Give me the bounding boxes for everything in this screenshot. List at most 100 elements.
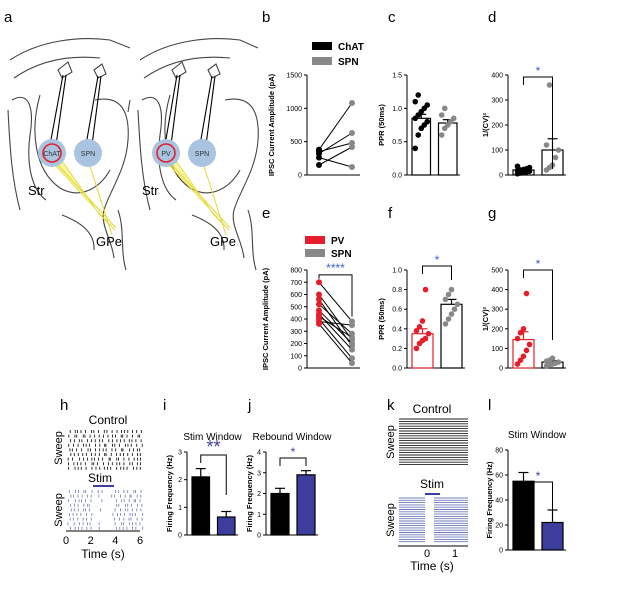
b-point-spn (349, 140, 355, 146)
e-point-pv (316, 291, 322, 298)
e-point-spn (349, 360, 355, 367)
legend-b-chat: ChAT (338, 42, 364, 53)
g-data-point (523, 347, 530, 354)
raster-h-xtick-2: 2 (88, 535, 94, 547)
f-data-point (419, 318, 426, 324)
legend-b-spn: SPN (338, 57, 359, 68)
l-ytick-label: 80 (495, 448, 503, 455)
raster-h-stim (67, 490, 144, 530)
gpe-label-left: GPe (96, 234, 122, 249)
f-ytick-label: 0.2 (392, 346, 402, 353)
i-ylabel: Firing Frequency (Hz) (165, 454, 174, 532)
chat-label: ChAT (43, 151, 61, 158)
c-data-point (424, 118, 431, 125)
d-significance-bracket (523, 76, 553, 169)
raster-h-control (67, 430, 143, 470)
f-ytick-label: 0.0 (392, 366, 402, 373)
j-significance-bracket (279, 457, 307, 466)
b-ytick-label: 1000 (286, 106, 302, 113)
c-data-point (438, 132, 445, 138)
i-title: Stim Window (183, 432, 242, 443)
panel-letter-c: c (388, 9, 396, 26)
g-data-point (555, 359, 562, 365)
c-ylabel: PPR (50ms) (377, 104, 386, 146)
l-ytick-label: 20 (495, 523, 503, 530)
panel-letter-a: a (4, 9, 13, 26)
f-data-point (448, 311, 455, 317)
raster-k-title-control: Control (413, 402, 452, 416)
pv-neuron (152, 139, 180, 167)
e-point-pv (316, 320, 322, 327)
c-data-point (438, 112, 445, 118)
e-point-spn (349, 346, 355, 353)
l-ytick-label: 40 (495, 498, 503, 505)
b-pair-line (318, 102, 353, 150)
i-ytick-label: 2 (178, 477, 182, 484)
d-ytick-label: 200 (491, 123, 503, 130)
e-point-pv (316, 301, 322, 308)
f-data-point (451, 306, 458, 313)
d-data-point (514, 163, 521, 170)
d-ytick-label: 0 (499, 173, 503, 180)
e-significance-star: **** (326, 261, 345, 275)
g-data-point (520, 326, 527, 332)
c-data-point (415, 132, 422, 138)
f-ylabel: PPR (50ms) (377, 298, 386, 340)
raster-h-xlabel: Time (s) (81, 547, 125, 561)
e-pair-line (318, 316, 353, 338)
schematic-left-electrodes (49, 74, 102, 146)
g-ytick-label: 300 (491, 307, 503, 314)
spn-label-left: SPN (81, 151, 95, 158)
g-ytick-label: 200 (491, 326, 503, 333)
f-ytick-label: 0.6 (392, 307, 402, 314)
raster-k-stim (399, 497, 468, 543)
j-ytick-label: 4 (257, 450, 261, 457)
d-ytick-label: 300 (491, 98, 503, 105)
legend-b-swatch-spn (312, 57, 332, 65)
projection-line-right-1 (201, 159, 227, 236)
b-ytick-label: 1500 (286, 73, 302, 80)
e-pair-line (318, 303, 353, 335)
e-ytick-label: 500 (290, 304, 302, 311)
c-ytick-label: 1.0 (392, 106, 402, 113)
b-pair-line (318, 142, 353, 153)
f-data-point (416, 324, 423, 330)
b-point-spn (349, 164, 355, 170)
raster-h-title-stim: Stim (88, 471, 112, 485)
g-ytick-label: 0 (499, 366, 503, 373)
panel-letter-f: f (388, 205, 393, 222)
c-ytick-label: 0.0 (392, 173, 402, 180)
j-ylabel: Firing Frequency (Hz) (245, 454, 254, 532)
g-ylabel: 1/(CV)² (481, 306, 490, 331)
raster-k-title-stim: Stim (420, 477, 444, 491)
spn-neuron-left (74, 139, 102, 167)
d-data-point (546, 82, 553, 88)
c-data-point (450, 115, 457, 122)
l-significance-star: * (536, 469, 541, 483)
b-point-spn (349, 100, 355, 106)
f-data-point (454, 301, 461, 308)
i-significance-bracket (200, 454, 227, 495)
f-data-point (422, 286, 429, 293)
d-data-point (552, 154, 559, 161)
g-significance-star: * (536, 257, 541, 271)
g-data-point (523, 290, 530, 297)
pv-neuron-outline (156, 143, 176, 163)
schematic-right-electrodes (164, 74, 216, 146)
panel-letter-j: j (247, 397, 251, 414)
d-ytick-label: 400 (491, 73, 503, 80)
c-ytick-label: 0.5 (392, 139, 402, 146)
raster-h-xtick-6: 6 (137, 535, 143, 547)
e-ytick-label: 600 (290, 292, 302, 299)
g-data-point (549, 355, 556, 362)
d-significance-star: * (536, 64, 541, 78)
i-bar-control (191, 476, 211, 536)
l-title: Stim Window (508, 430, 567, 441)
raster-k-xtick-0: 0 (424, 548, 430, 560)
g-ytick-label: 400 (491, 287, 503, 294)
raster-h-xtick-4: 4 (112, 535, 118, 547)
